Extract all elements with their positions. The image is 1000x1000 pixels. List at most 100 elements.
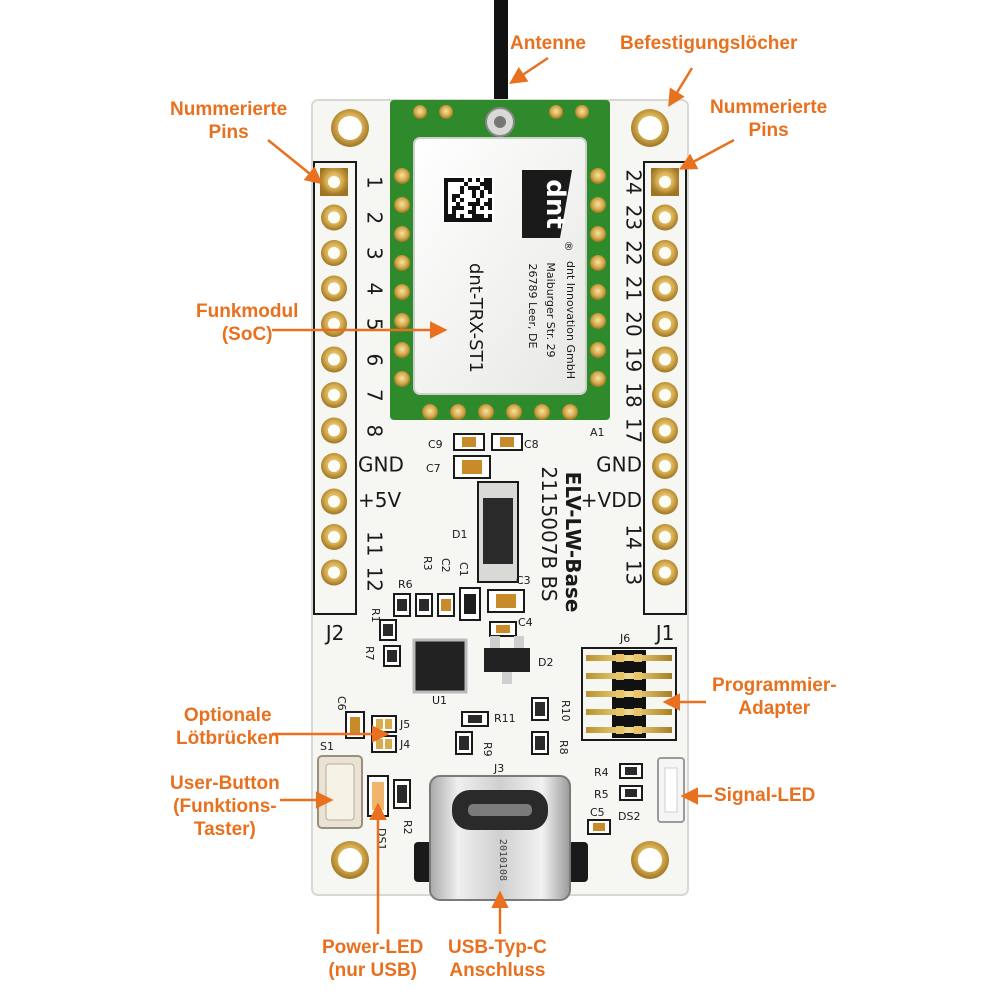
right-pin-label: GND [596,453,642,477]
header-pad-hole [328,566,340,579]
data-matrix-module [472,202,476,206]
castellation [394,284,410,300]
j6-pin [586,727,672,733]
data-matrix-module [488,186,492,190]
data-matrix-module [444,210,448,214]
header-pad-hole [659,495,671,508]
header-pad-hole [328,460,340,472]
right-pin-label: 21 [622,276,646,301]
data-matrix-module [488,214,492,218]
data-matrix-module [444,178,448,182]
data-matrix-module [480,206,484,210]
header-pad-hole [328,211,340,224]
module-maker-line2: Maiburger Str. 29 [544,262,557,357]
designator-j3: J3 [493,762,504,775]
data-matrix-module [444,182,448,186]
left-pin-label: 3 [363,247,387,260]
j6-pin-tip [616,708,624,716]
data-matrix-module [444,190,448,194]
castellation [506,404,522,420]
designator-r8: R8 [557,740,570,755]
castellation [590,371,606,387]
j6-pin-tip [616,672,624,680]
designator-c2: C2 [439,558,452,573]
j6-pin-tip [634,672,642,680]
data-matrix-module [472,194,476,198]
header-pad-hole [659,531,671,543]
data-matrix-module [452,206,456,210]
castellation [590,255,606,271]
designator-c5: C5 [590,806,605,819]
data-matrix-module [476,178,480,182]
right-pin-label: 14 [622,524,646,549]
left-pin-label: +5V [358,488,401,512]
data-matrix-module [448,218,452,222]
callout-signal-led: Signal-LED [714,785,816,806]
castellation [562,404,578,420]
castellation [422,404,438,420]
data-matrix-module [472,186,476,190]
castellation [478,404,494,420]
data-matrix-module [476,198,480,202]
castellation [534,404,550,420]
header-pad-hole [328,495,340,508]
right-pin-label: 22 [622,240,646,265]
data-matrix-module [444,198,448,202]
header-pad-hole [328,247,340,259]
radio-module: dnt ® dnt-TRX-ST1 dnt Innovation GmbH Ma… [390,100,610,420]
right-pin-label: 17 [622,418,646,443]
castellation [575,105,589,119]
data-matrix-module [472,206,476,210]
castellation [394,371,410,387]
header-pad-hole [659,389,671,401]
data-matrix-module [480,194,484,198]
data-matrix-module [444,186,448,190]
antenna-wire [494,0,508,112]
data-matrix-module [452,210,456,214]
left-pin-label: 4 [363,283,387,296]
header-pad-hole [328,531,340,543]
castellation [413,105,427,119]
data-matrix-module [472,210,476,214]
data-matrix-module [472,214,476,218]
header-pad-hole [328,389,340,401]
designator-r6: R6 [398,578,413,591]
data-matrix-module [444,194,448,198]
right-pin-label: +VDD [581,488,642,512]
data-matrix-module [476,214,480,218]
module-castellations [394,105,606,420]
data-matrix-module [444,202,448,206]
designator-r9: R9 [481,742,494,757]
designator-s1: S1 [320,740,334,753]
header-pad-hole [659,282,671,295]
j6-pin-tip [634,726,642,734]
callout-user-button: User-Button(Funktions-Taster) [170,773,280,840]
designator-r7: R7 [363,646,376,661]
castellation [439,105,453,119]
header-pad-hole [659,566,671,579]
data-matrix-module [488,198,492,202]
j6-pin [586,691,672,697]
designator-r5: R5 [594,788,609,801]
designator-r10: R10 [559,700,572,722]
left-pin-label: 5 [363,318,387,331]
mounting-holes [331,109,669,879]
left-pin-label: 11 [363,531,387,556]
right-pin-label: 13 [622,560,646,585]
programmer-header-j6 [581,647,677,741]
data-matrix-module [476,202,480,206]
callout-power-led: Power-LED(nur USB) [322,937,424,981]
designator-ds2: DS2 [618,810,640,823]
data-matrix-module [484,218,488,222]
designator-a1: A1 [590,426,605,439]
dnt-logo: dnt ® [522,170,575,252]
right-pin-label: 18 [622,382,646,407]
data-matrix-module [488,202,492,206]
data-matrix-module [456,206,460,210]
castellation [590,168,606,184]
data-matrix-module [460,214,464,218]
callout-arrows [267,56,735,934]
designator-r4: R4 [594,766,609,779]
